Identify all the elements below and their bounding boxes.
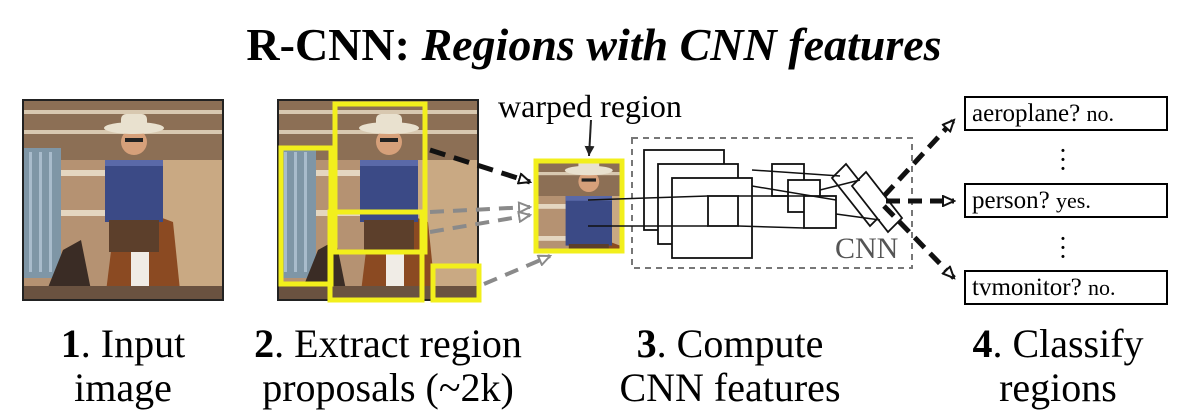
proposal-image	[278, 100, 478, 300]
cnn-kernel-1	[707, 195, 739, 227]
step-number: 3	[636, 321, 657, 366]
cnn-layer-2c	[803, 195, 837, 229]
class-box-person: person? yes.	[964, 183, 1168, 218]
title-italic: Regions with CNN features	[421, 19, 942, 70]
cnn-connections	[587, 169, 881, 229]
warped-region-label: warped region	[498, 88, 682, 124]
warped-region-pointer	[584, 119, 595, 157]
cnn-label: CNN	[835, 232, 899, 265]
cnn-fc-2	[850, 170, 904, 234]
step-line-1: . Extract region	[274, 321, 522, 366]
title-bold: R-CNN:	[246, 19, 410, 70]
class-box-aeroplane: aeroplane? no.	[964, 96, 1168, 131]
arrow-class-aeroplane	[882, 120, 956, 198]
arrow-class-tvmonitor	[882, 204, 956, 280]
step-2-caption: 2. Extract region proposals (~2k)	[238, 322, 538, 410]
step-1-caption: 1. Input image	[23, 322, 223, 410]
step-line-1: . Input	[80, 321, 186, 366]
warped-region-image	[538, 163, 620, 249]
step-number: 1	[60, 321, 81, 366]
class-answer: no.	[1086, 101, 1115, 126]
class-name: aeroplane?	[972, 100, 1081, 127]
vertical-dots-1: ···	[1058, 136, 1068, 183]
step-line-1: . Compute	[656, 321, 824, 366]
step-line-1: . Classify	[992, 321, 1144, 366]
step-line-2: proposals (~2k)	[262, 365, 514, 410]
cnn-layers	[643, 149, 904, 259]
warped-region-box	[533, 158, 625, 254]
diagram-title: R-CNN: Regions with CNN features	[0, 18, 1188, 71]
step-number: 4	[972, 321, 993, 366]
proposal-box-horse	[327, 209, 425, 303]
proposal-box-small	[430, 263, 482, 303]
input-image	[23, 100, 223, 300]
class-box-tvmonitor: tvmonitor? no.	[964, 270, 1168, 305]
proposal-box-person	[332, 101, 428, 255]
arrow-proposal-3	[429, 215, 530, 234]
arrow-proposal-2	[429, 207, 530, 214]
step-3-caption: 3. Compute CNN features	[600, 322, 860, 410]
step-line-2: CNN features	[619, 365, 841, 410]
class-answer: yes.	[1056, 188, 1091, 213]
step-number: 2	[254, 321, 275, 366]
arrow-proposal-1	[429, 147, 530, 182]
step-line-2: image	[74, 365, 172, 410]
class-name: tvmonitor?	[972, 274, 1082, 301]
input-image-frame	[22, 99, 224, 301]
vertical-dots-2: ···	[1058, 224, 1068, 271]
region-proposals	[278, 101, 482, 303]
step-line-2: regions	[999, 365, 1117, 410]
step-4-caption: 4. Classify regions	[948, 322, 1168, 410]
class-name: person?	[972, 187, 1050, 214]
class-answer: no.	[1087, 275, 1116, 300]
arrow-proposal-4	[483, 254, 550, 286]
